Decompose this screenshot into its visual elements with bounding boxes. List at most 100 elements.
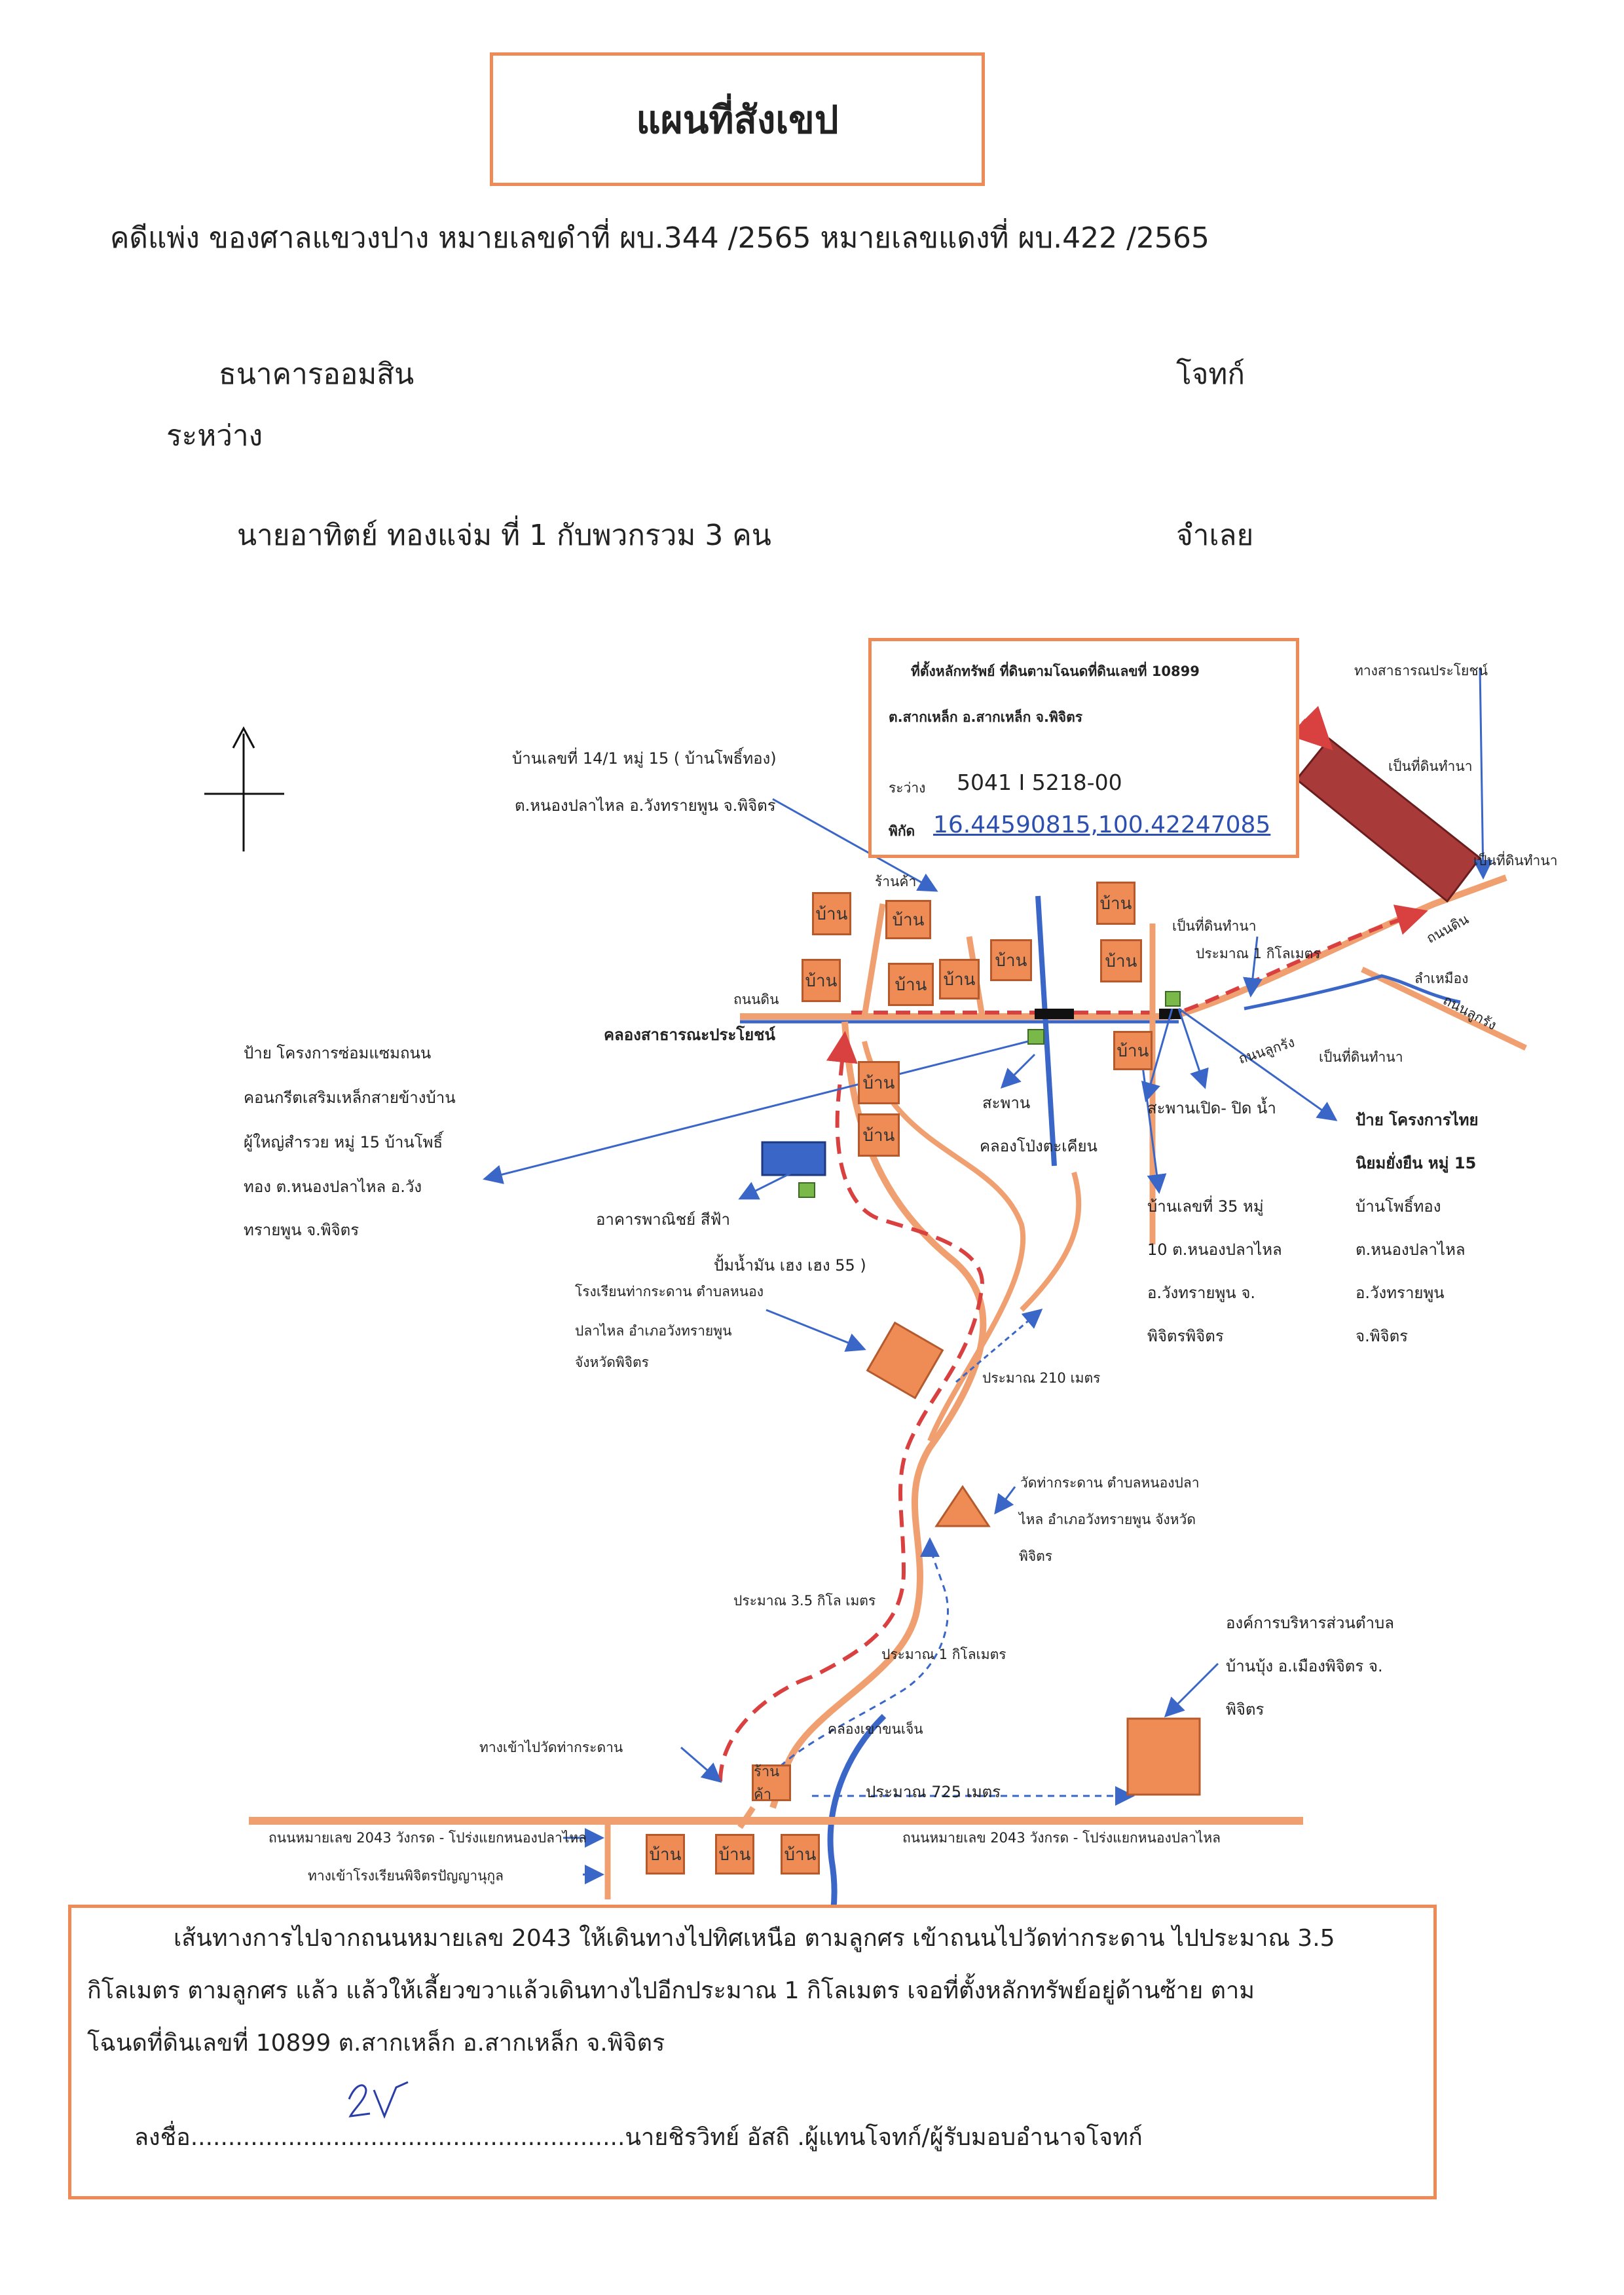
label-school-c: จังหวัดพิจิตร	[575, 1354, 649, 1370]
coord-label: พิกัด	[889, 823, 915, 839]
house-marker: บ้าน	[939, 959, 980, 999]
label-bridge: สะพาน	[982, 1094, 1031, 1112]
info-line1: ที่ตั้งหลักทรัพย์ ที่ดินตามโฉนดที่ดินเลข…	[911, 663, 1200, 679]
route-line2: กิโลเมตร ตามลูกศร แล้ว แล้วให้เลี้ยวขวาแ…	[87, 1977, 1255, 2004]
label-tao-b: บ้านบุ้ง อ.เมืองพิจิตร จ.	[1226, 1657, 1383, 1675]
defendant-name: นายอาทิตย์ ทองแจ่ม ที่ 1 กับพวกรวม 3 คน	[237, 519, 771, 552]
label-sign-thai-b: นิยมยั่งยืน หมู่ 15	[1356, 1154, 1477, 1172]
label-sign-thai-d: ต.หนองปลาไหล	[1356, 1241, 1466, 1259]
sign-icon-2	[1165, 991, 1181, 1007]
shop-marker: ร้านค้า	[752, 1764, 791, 1803]
label-ditch: ลำเหมือง	[1414, 971, 1469, 986]
label-sign-thai-c: บ้านโพธิ์ทอง	[1356, 1197, 1441, 1216]
label-approx-210: ประมาณ 210 เมตร	[982, 1370, 1101, 1386]
route-line3: โฉนดที่ดินเลขที่ 10899 ต.สากเหล็ก อ.สากเ…	[87, 2030, 665, 2057]
house-marker: บ้าน	[885, 900, 931, 939]
property-info-box: ที่ตั้งหลักทรัพย์ ที่ดินตามโฉนดที่ดินเลข…	[868, 638, 1299, 858]
label-sign-project-c: ผู้ใหญ่สำรวย หมู่ 15 บ้านโพธิ์	[244, 1133, 443, 1151]
label-sign-thai-e: อ.วังทรายพูน	[1356, 1284, 1445, 1302]
house-marker: บ้าน	[646, 1834, 685, 1875]
between-label: ระหว่าง	[166, 419, 263, 453]
defendant-role: จำเลย	[1176, 519, 1254, 552]
label-sign-project-e: ทรายพูน จ.พิจิตร	[244, 1221, 360, 1239]
bridge-icon	[1035, 1009, 1074, 1019]
label-farmland-approx: เป็นที่ดินทำนา	[1172, 918, 1257, 934]
house-marker: บ้าน	[888, 963, 934, 1006]
label-gas-station: ปั้มน้ำมัน เฮง เฮง 55 )	[714, 1256, 866, 1275]
house-marker: บ้าน	[802, 959, 841, 1002]
label-canal-khao: คลองเขาขนเจ็น	[828, 1721, 923, 1737]
label-farmland-1: เป็นที่ดินทำนา	[1388, 758, 1473, 774]
label-house-35-d: พิจิตรพิจิตร	[1147, 1327, 1224, 1345]
label-house-14-1-a: บ้านเลขที่ 14/1 หมู่ 15 ( บ้านโพธิ์ทอง)	[512, 749, 777, 768]
label-farmland-3: เป็นที่ดินทำนา	[1319, 1049, 1403, 1065]
house-marker: บ้าน	[858, 1061, 900, 1104]
page-title: แผนที่สังเขป	[490, 52, 985, 186]
route-description-box: เส้นทางการไปจากถนนหมายเลข 2043 ให้เดินทา…	[68, 1905, 1437, 2199]
house-marker: บ้าน	[715, 1834, 754, 1875]
target-land-parcel	[1295, 737, 1482, 903]
label-approx-3-5km: ประมาณ 3.5 กิโล เมตร	[733, 1593, 876, 1609]
label-road-2043-left: ถนนหมายเลข 2043 วังกรด - โปร่งแยกหนองปลา…	[268, 1830, 587, 1846]
temple-icon	[934, 1485, 991, 1527]
range-label: ระว่าง	[889, 780, 926, 796]
label-school-b: ปลาไหล อำเภอวังทรายพูน	[575, 1323, 732, 1339]
house-marker: บ้าน	[1100, 939, 1142, 982]
gas-station-icon	[798, 1182, 815, 1198]
label-commercial: อาคารพาณิชย์ สีฟ้า	[596, 1210, 730, 1229]
house-marker: บ้าน	[858, 1113, 900, 1157]
canal-pong-line	[1035, 895, 1057, 1166]
route-dashed-top	[851, 905, 1428, 1015]
label-canal-pong: คลองโป่งตะเคียน	[980, 1137, 1098, 1155]
school-icon	[866, 1321, 944, 1400]
label-road-2043-right: ถนนหมายเลข 2043 วังกรด - โปร่งแยกหนองปลา…	[902, 1830, 1221, 1846]
label-approx-725: ประมาณ 725 เมตร	[866, 1783, 1001, 1801]
label-canal-public: คลองสาธารณะประโยชน์	[604, 1026, 775, 1044]
label-approx-1km: ประมาณ 1 กิโลเมตร	[1196, 946, 1321, 961]
house-marker: บ้าน	[781, 1834, 820, 1875]
label-sign-thai-a: ป้าย โครงการไทย	[1356, 1111, 1479, 1129]
label-water-gate: สะพานเปิด- ปิด น้ำ	[1147, 1099, 1276, 1117]
label-road-to-school: ทางเข้าโรงเรียนพิจิตรปัญญานุกูล	[308, 1868, 504, 1884]
label-house-35-c: อ.วังทรายพูน จ.	[1147, 1284, 1256, 1302]
tao-building-icon	[1126, 1717, 1201, 1796]
label-sign-thai-f: จ.พิจิตร	[1356, 1327, 1409, 1345]
label-tao-c: พิจิตร	[1226, 1700, 1264, 1719]
label-sign-project-a: ป้าย โครงการซ่อมแซมถนน	[244, 1044, 432, 1062]
north-arrow-icon	[204, 726, 284, 851]
label-house-35-b: 10 ต.หนองปลาไหล	[1147, 1241, 1282, 1259]
plaintiff-name: ธนาคารออมสิน	[219, 358, 415, 391]
house-marker: บ้าน	[990, 939, 1032, 981]
road-to-temple	[769, 1021, 987, 1809]
sign-icon	[1027, 1029, 1044, 1045]
label-approx-1km-b: ประมาณ 1 กิโลเมตร	[881, 1647, 1006, 1662]
label-farmland-2: เป็นที่ดินทำนา	[1473, 853, 1558, 868]
label-temple-c: พิจิตร	[1019, 1548, 1053, 1564]
label-school-a: โรงเรียนท่ากระดาน ตำบลหนอง	[575, 1284, 764, 1299]
info-line2: ต.สากเหล็ก อ.สากเหล็ก จ.พิจิตร	[889, 709, 1083, 725]
house-marker: บ้าน	[1113, 1031, 1153, 1070]
route-dashed-main	[718, 1031, 985, 1782]
range-value: 5041 I 5218-00	[957, 770, 1122, 795]
commercial-building-icon	[761, 1141, 826, 1176]
handwritten-signature	[348, 2081, 409, 2119]
coord-link[interactable]: 16.44590815,100.42247085	[933, 812, 1271, 838]
label-shop-top: ร้านค้า	[875, 874, 917, 889]
signature-line: ลงชื่อ..................................…	[134, 2124, 1143, 2151]
label-dirt-road-left: ถนนดิน	[733, 992, 779, 1007]
label-public-way: ทางสาธารณประโยชน์	[1354, 663, 1488, 679]
label-house-14-1-b: ต.หนองปลาไหล อ.วังทรายพูน จ.พิจิตร	[515, 796, 776, 815]
label-sign-project-d: ทอง ต.หนองปลาไหล อ.วัง	[244, 1178, 422, 1196]
label-tao-a: องค์การบริหารส่วนตำบล	[1226, 1614, 1394, 1632]
case-line: คดีแพ่ง ของศาลแขวงปาง หมายเลขดำที่ ผบ.34…	[110, 221, 1209, 255]
house-marker: บ้าน	[812, 892, 851, 935]
label-temple-a: วัดท่ากระดาน ตำบลหนองปลา	[1020, 1475, 1200, 1491]
house-marker: บ้าน	[1096, 882, 1135, 925]
label-house-35-a: บ้านเลขที่ 35 หมู่	[1147, 1197, 1264, 1216]
ditch-line	[1244, 974, 1461, 1011]
route-line1: เส้นทางการไปจากถนนหมายเลข 2043 ให้เดินทา…	[174, 1925, 1335, 1952]
label-sign-project-b: คอนกรีตเสริมเหล็กสายข้างบ้าน	[244, 1089, 456, 1107]
plaintiff-role: โจทก์	[1176, 358, 1246, 391]
label-road-to-temple: ทางเข้าไปวัดท่ากระดาน	[479, 1740, 623, 1755]
